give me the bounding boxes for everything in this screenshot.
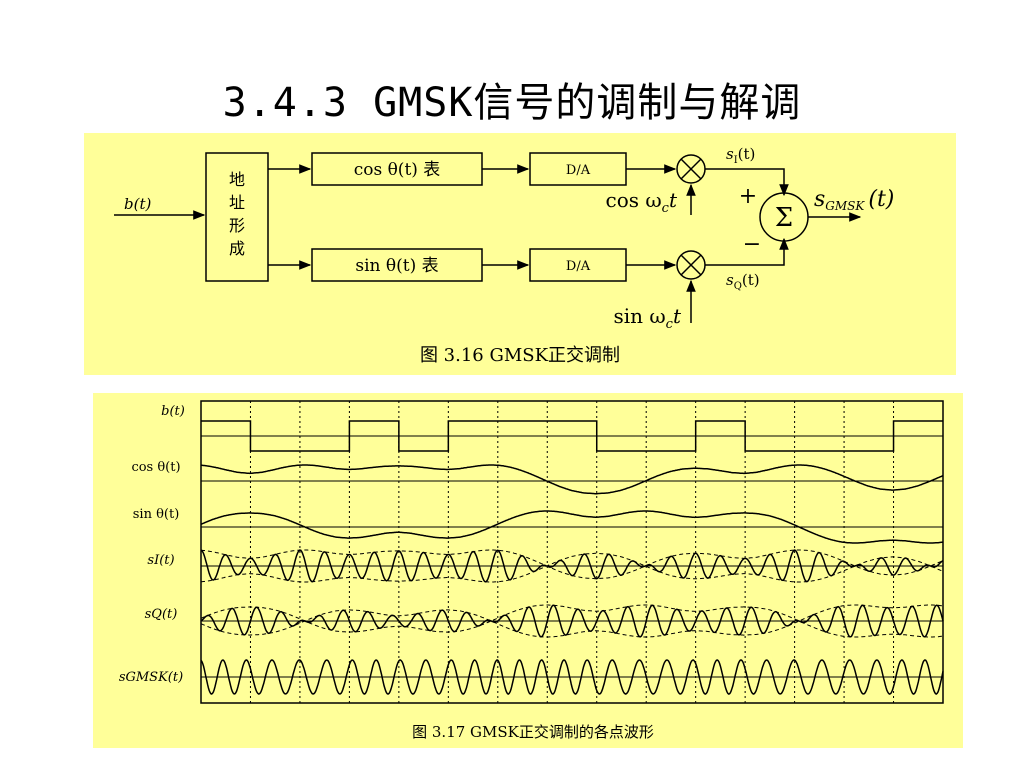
carrier-sin-label: sin ωct xyxy=(613,304,682,332)
slide-title: 3.4.3 GMSK信号的调制与解调 xyxy=(222,80,802,126)
fig2-caption: 图 3.17 GMSK正交调制的各点波形 xyxy=(412,723,654,741)
sgmsk-waveform xyxy=(200,659,944,695)
mixer-bottom xyxy=(676,250,706,280)
summer-minus: − xyxy=(743,232,761,257)
summer-plus: + xyxy=(739,184,757,209)
carrier-cos-label: cos ωct xyxy=(606,188,678,216)
waveform-figure-panel: b(t) cos θ(t) sin θ(t) sI(t) sQ(t) sGMSK… xyxy=(93,393,963,748)
address-char-2: 址 xyxy=(229,193,245,212)
si-label: sI(t) xyxy=(726,145,755,166)
label-cos: cos θ(t) xyxy=(131,460,180,475)
waveform-frame xyxy=(200,400,944,704)
sq-envelope-upper xyxy=(200,604,944,638)
waveform-plot: b(t) cos θ(t) sin θ(t) sI(t) sQ(t) sGMSK… xyxy=(119,400,944,741)
waveform-gridlines xyxy=(201,401,943,703)
label-sgmsk: sGMSK(t) xyxy=(119,670,183,685)
da-bottom-label: D/A xyxy=(566,259,591,274)
da-top-label: D/A xyxy=(566,163,591,178)
b-waveform xyxy=(201,420,943,452)
modulator-block-diagram: b(t) 地 址 形 成 cos θ(t) 表 D/A cos ωct sI(t… xyxy=(114,145,894,366)
label-sin: sin θ(t) xyxy=(133,507,180,522)
arrow-sq-to-summer xyxy=(705,237,789,266)
label-sq: sQ(t) xyxy=(145,607,178,622)
arrow-si-to-summer xyxy=(705,168,789,197)
sq-envelope-lower xyxy=(200,604,944,638)
si-envelope-upper xyxy=(200,549,944,580)
address-char-3: 形 xyxy=(229,216,245,235)
mixer-top xyxy=(676,154,706,184)
modulator-figure-panel: b(t) 地 址 形 成 cos θ(t) 表 D/A cos ωct sI(t… xyxy=(84,133,956,375)
label-b: b(t) xyxy=(161,404,185,419)
si-waveform xyxy=(200,549,944,583)
sq-label: sQ(t) xyxy=(726,271,760,292)
output-label: sGMSK(t) xyxy=(814,187,894,213)
si-envelope-lower xyxy=(200,552,944,583)
waveform-traces xyxy=(200,420,944,695)
input-label: b(t) xyxy=(124,195,151,213)
summer-sigma: Σ xyxy=(775,203,793,233)
address-char-1: 地 xyxy=(229,170,245,189)
address-char-4: 成 xyxy=(229,239,245,258)
label-si: sI(t) xyxy=(147,553,174,568)
cos-theta-waveform xyxy=(200,464,944,495)
cos-table-label: cos θ(t) 表 xyxy=(354,160,441,180)
sin-table-label: sin θ(t) 表 xyxy=(355,256,438,276)
address-block xyxy=(205,152,269,282)
fig1-caption: 图 3.16 GMSK正交调制 xyxy=(420,345,620,366)
sin-theta-waveform xyxy=(200,510,944,544)
sq-waveform xyxy=(200,604,944,638)
